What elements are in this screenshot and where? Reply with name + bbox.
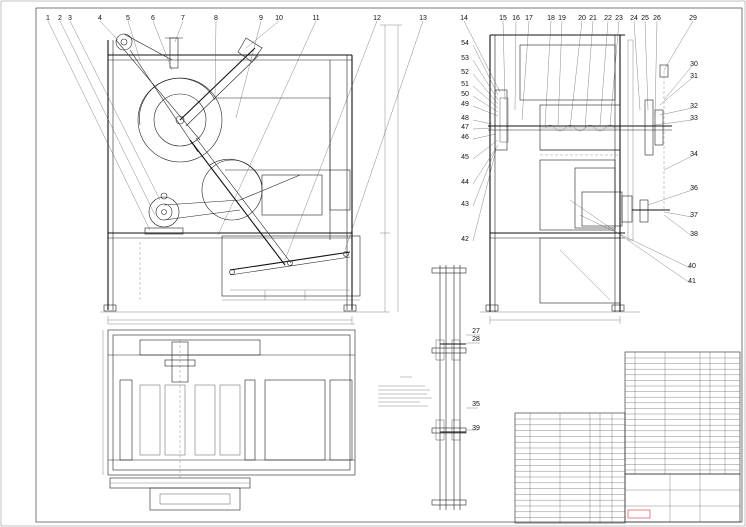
part-balloon-label: 27 xyxy=(472,328,480,335)
part-balloon-label: 40 xyxy=(688,263,696,270)
part-balloon-label: 25 xyxy=(641,15,649,22)
part-balloon-label: 54 xyxy=(461,40,469,47)
part-balloon-label: 39 xyxy=(472,425,480,432)
part-balloon-label: 43 xyxy=(461,201,469,208)
part-balloon-label: 49 xyxy=(461,101,469,108)
part-balloon-label: 6 xyxy=(151,15,155,22)
part-balloon-label: 47 xyxy=(461,124,469,131)
part-balloon-label: 30 xyxy=(690,61,698,68)
part-balloon-label: 3 xyxy=(68,15,72,22)
part-balloon-label: 50 xyxy=(461,91,469,98)
part-balloon-label: 48 xyxy=(461,115,469,122)
part-balloon-label: 28 xyxy=(472,336,480,343)
part-balloon-label: 8 xyxy=(214,15,218,22)
front-view xyxy=(47,20,424,324)
part-balloon-label: 20 xyxy=(578,15,586,22)
side-view xyxy=(463,20,694,324)
part-balloon-label: 35 xyxy=(472,401,480,408)
part-balloon-label: 9 xyxy=(259,15,263,22)
part-balloon-label: 26 xyxy=(653,15,661,22)
part-balloon-label: 34 xyxy=(690,151,698,158)
part-balloon-label: 2 xyxy=(58,15,62,22)
part-balloon-label: 21 xyxy=(589,15,597,22)
top-view xyxy=(102,323,356,511)
section-view xyxy=(431,265,480,510)
part-balloon-label: 41 xyxy=(688,278,696,285)
part-balloon-label: 5 xyxy=(126,15,130,22)
part-balloon-label: 29 xyxy=(689,15,697,22)
part-balloon-label: 7 xyxy=(181,15,185,22)
sheet-inner-border xyxy=(35,7,743,523)
part-balloon-label: 22 xyxy=(604,15,612,22)
parts-list-left xyxy=(514,412,626,524)
part-balloon-label: 51 xyxy=(461,81,469,88)
part-balloon-label: 24 xyxy=(630,15,638,22)
title-block xyxy=(624,473,741,523)
part-balloon-label: 53 xyxy=(461,55,469,62)
part-balloon-label: 38 xyxy=(690,231,698,238)
part-balloon-label: 19 xyxy=(558,15,566,22)
part-balloon-label: 46 xyxy=(461,134,469,141)
part-balloon-label: 18 xyxy=(547,15,555,22)
part-balloon-label: 16 xyxy=(512,15,520,22)
part-balloon-label: 10 xyxy=(275,15,283,22)
part-balloon-label: 44 xyxy=(461,179,469,186)
part-balloon-label: 15 xyxy=(499,15,507,22)
part-balloon-label: 37 xyxy=(690,212,698,219)
part-balloon-label: 32 xyxy=(690,103,698,110)
part-balloon-label: 45 xyxy=(461,154,469,161)
part-balloon-label: 31 xyxy=(690,73,698,80)
part-balloon-label: 12 xyxy=(373,15,381,22)
part-balloon-label: 36 xyxy=(690,185,698,192)
part-balloon-label: 14 xyxy=(460,15,468,22)
part-balloon-label: 17 xyxy=(525,15,533,22)
part-balloon-label: 1 xyxy=(46,15,50,22)
part-balloon-label: 52 xyxy=(461,69,469,76)
part-balloon-label: 33 xyxy=(690,115,698,122)
part-balloon-label: 4 xyxy=(98,15,102,22)
part-balloon-label: 11 xyxy=(312,15,319,22)
part-balloon-label: 42 xyxy=(461,236,469,243)
technical-notes xyxy=(378,376,432,407)
part-balloon-label: 13 xyxy=(419,15,427,22)
parts-list-right xyxy=(624,351,741,475)
part-balloon-label: 23 xyxy=(615,15,623,22)
